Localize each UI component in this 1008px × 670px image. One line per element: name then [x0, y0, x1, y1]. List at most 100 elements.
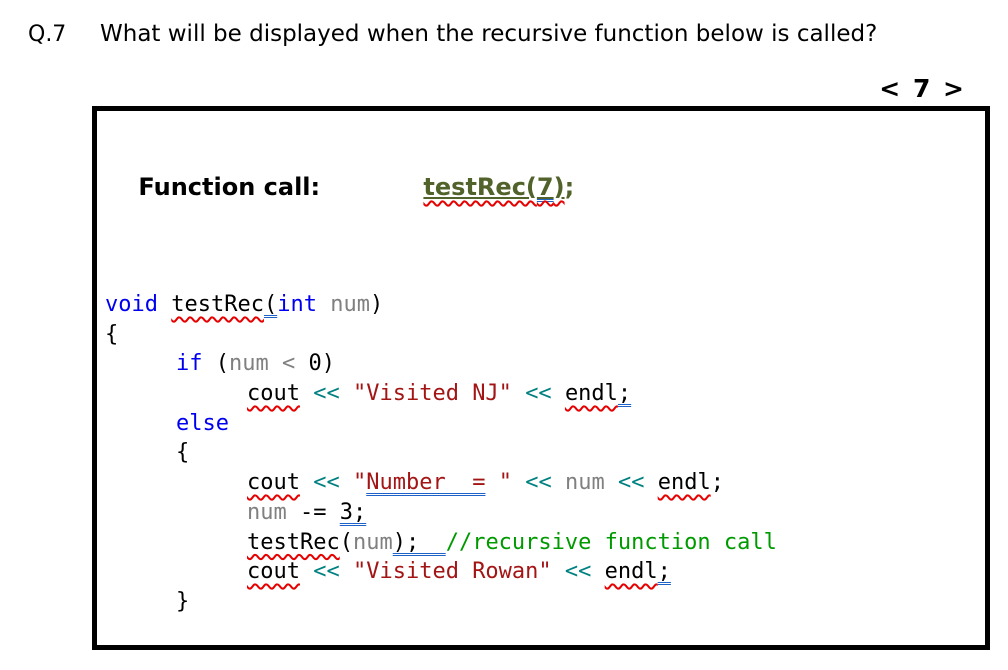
- code-token: [552, 470, 565, 495]
- code-token: 3;: [339, 499, 367, 525]
- underline-rw: 7: [537, 173, 554, 201]
- underline-rw: testRec: [247, 530, 340, 555]
- code-token: //recursive function call: [445, 529, 777, 555]
- code-token: {: [176, 440, 190, 466]
- code-token: ;: [710, 470, 724, 496]
- code-token: endl: [604, 559, 658, 585]
- code-token: );: [392, 529, 446, 555]
- underline-rw: cout: [247, 381, 300, 406]
- code-token: <<: [313, 559, 340, 585]
- code-token: ;: [564, 173, 575, 201]
- code-token: int: [277, 292, 317, 317]
- underline-rw: endl: [605, 559, 658, 584]
- code-line: cout << "Number = " << num << endl;: [105, 468, 985, 498]
- underline-us: 7: [537, 173, 554, 201]
- code-line: testRec(num); //recursive function call: [105, 528, 985, 558]
- code-token: ;: [617, 381, 632, 407]
- code-token: ;: [255, 648, 268, 650]
- code-token: <<: [564, 559, 592, 585]
- underline-rw: endl: [565, 381, 618, 406]
- code-line: return;: [105, 646, 985, 650]
- code-token: void: [105, 292, 158, 317]
- code-token: [644, 470, 657, 495]
- code-token: [552, 559, 565, 584]
- code-token: [300, 559, 313, 584]
- underline-bdbl: return: [176, 648, 255, 650]
- code-token: return: [176, 648, 255, 650]
- code-token: num: [247, 499, 287, 525]
- code-token: [340, 470, 353, 495]
- code-token: (: [263, 292, 278, 317]
- underline-us: ): [554, 173, 565, 201]
- code-token: testRec: [247, 529, 340, 555]
- code-line: [105, 617, 985, 645]
- code-token: <<: [525, 381, 552, 407]
- code-token: <<: [525, 470, 552, 496]
- underline-bdbl: (: [264, 292, 277, 317]
- page-indicator: < 7 >: [879, 74, 966, 103]
- code-token: Number =: [366, 470, 486, 496]
- underline-rw: testRec(: [423, 173, 536, 201]
- code-panel: Function call:testRec(7); void testRec(i…: [92, 106, 990, 650]
- function-call-value: testRec(7);: [423, 173, 574, 201]
- code-line: num -= 3;: [105, 498, 985, 528]
- code-token: "Visited NJ": [352, 381, 512, 407]
- code-token: num: [352, 529, 393, 555]
- code-token: [158, 292, 171, 317]
- function-call-row: Function call: testRec(7);: [105, 142, 985, 232]
- code-token: ): [553, 173, 565, 201]
- code-line: cout << "Visited Rowan" << endl;: [105, 557, 985, 587]
- code-token: <<: [617, 470, 645, 496]
- code-token: [317, 292, 330, 317]
- underline-rw: ): [554, 173, 565, 201]
- underline-bdbl: ;: [255, 648, 268, 650]
- code-line: }: [105, 587, 985, 617]
- code-token: ): [369, 292, 384, 317]
- code-line: void testRec(int num): [105, 290, 985, 320]
- code-token: testRec(: [423, 173, 537, 201]
- code-token: <<: [313, 470, 340, 496]
- underline-rw: cout: [247, 470, 300, 495]
- code-token: <: [282, 351, 296, 377]
- code-token: 7: [536, 173, 554, 201]
- underline-rw: endl: [658, 470, 711, 495]
- code-line: {: [105, 320, 985, 350]
- code-token: cout: [247, 559, 300, 585]
- underline-bdbl: );: [393, 530, 446, 555]
- code-token: [552, 381, 565, 406]
- code-token: }: [176, 588, 190, 614]
- code-token: [340, 559, 353, 584]
- code-token: ": [485, 470, 512, 496]
- code-token: cout: [247, 381, 300, 407]
- code-token: cout: [247, 470, 300, 496]
- code-token: ;: [657, 559, 671, 585]
- code-line: {: [105, 438, 985, 468]
- code-token: [605, 470, 618, 495]
- underline-rw: cout: [247, 559, 300, 584]
- code-token: [591, 559, 604, 584]
- underline-us: testRec(: [423, 173, 536, 201]
- code-token: if: [176, 351, 203, 377]
- code-token: else: [176, 410, 229, 436]
- code-token: testRec: [171, 292, 264, 317]
- code-token: {: [105, 321, 119, 347]
- code-token: (: [339, 529, 353, 555]
- code-token: [340, 381, 353, 406]
- code-token: endl: [657, 470, 711, 496]
- code-token: [512, 470, 525, 495]
- code-token: [512, 381, 525, 406]
- code-token: "Visited Rowan": [352, 559, 552, 585]
- function-call-label: Function call:: [138, 173, 321, 201]
- code-token: [300, 381, 313, 406]
- code-token: <<: [313, 381, 340, 407]
- code-token: [300, 470, 313, 495]
- code-token: (: [202, 351, 229, 377]
- question-text: What will be displayed when the recursiv…: [100, 21, 878, 47]
- code-token: num: [564, 470, 605, 496]
- code-token: num: [229, 351, 269, 377]
- code-token: 0): [295, 351, 335, 377]
- underline-bdbl: ;: [618, 381, 631, 406]
- question-number: Q.7: [28, 22, 67, 47]
- code-block: void testRec(int num){if (num < 0)cout <…: [105, 290, 985, 650]
- code-token: endl: [564, 381, 618, 407]
